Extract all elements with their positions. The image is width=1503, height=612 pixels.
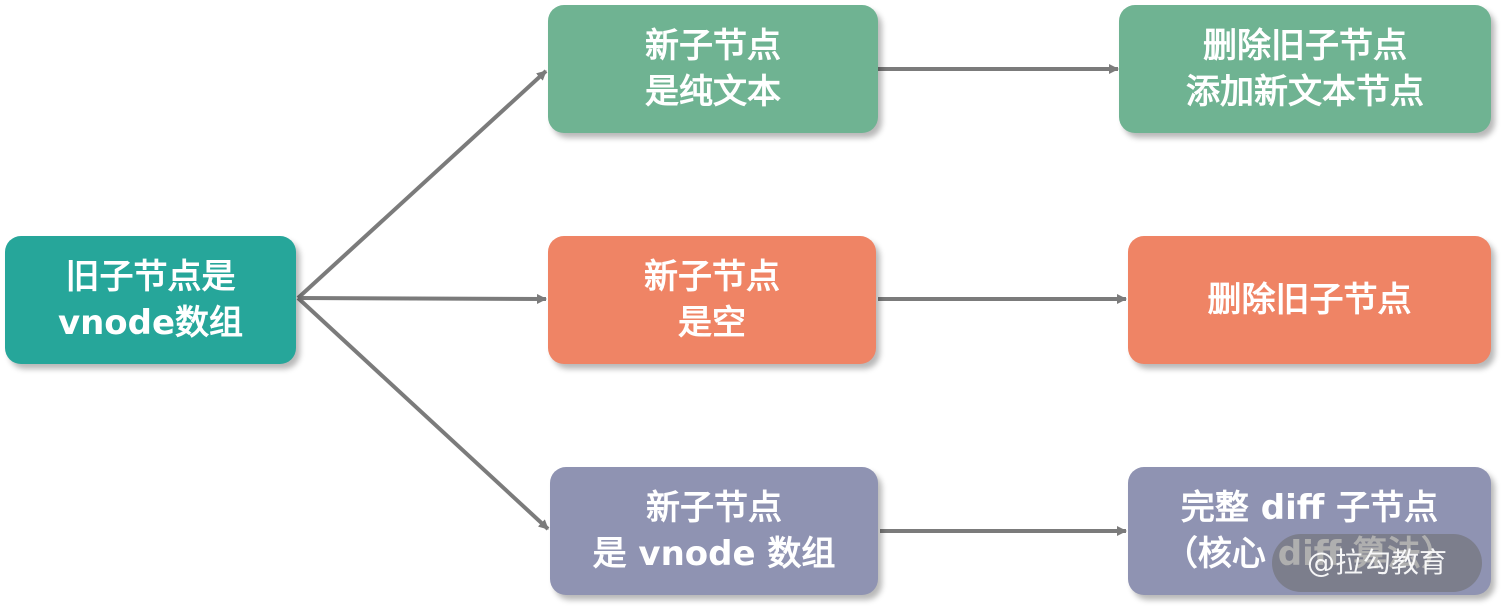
condition-array-line-2: 是 vnode 数组 (592, 534, 836, 574)
arrow-root-to-condition-array (296, 296, 550, 531)
watermark-badge: @拉勾教育 (1272, 534, 1482, 592)
condition-text-line-1: 新子节点 (645, 26, 781, 66)
condition-array-line-1: 新子节点 (646, 488, 782, 528)
condition-node-text: 新子节点 是纯文本 (548, 5, 878, 133)
arrow-root-to-condition-text (296, 69, 548, 300)
condition-empty-line-1: 新子节点 (644, 257, 780, 297)
root-node-line-1: 旧子节点是 (65, 257, 236, 297)
result-node-text: 删除旧子节点 添加新文本节点 (1119, 5, 1491, 133)
condition-text-line-2: 是纯文本 (645, 72, 781, 112)
result-empty-line-1: 删除旧子节点 (1207, 280, 1412, 320)
result-text-line-2: 添加新文本节点 (1186, 72, 1424, 112)
root-node-line-2: vnode数组 (57, 303, 244, 343)
result-array-line-1: 完整 diff 子节点 (1180, 488, 1439, 528)
condition-empty-line-2: 是空 (678, 303, 746, 343)
condition-node-array: 新子节点 是 vnode 数组 (550, 467, 878, 595)
result-node-empty: 删除旧子节点 (1128, 236, 1491, 364)
arrow-root-to-condition-empty (297, 293, 547, 304)
root-node: 旧子节点是 vnode数组 (5, 236, 296, 364)
result-text-line-1: 删除旧子节点 (1203, 26, 1407, 66)
condition-node-empty: 新子节点 是空 (548, 236, 876, 364)
